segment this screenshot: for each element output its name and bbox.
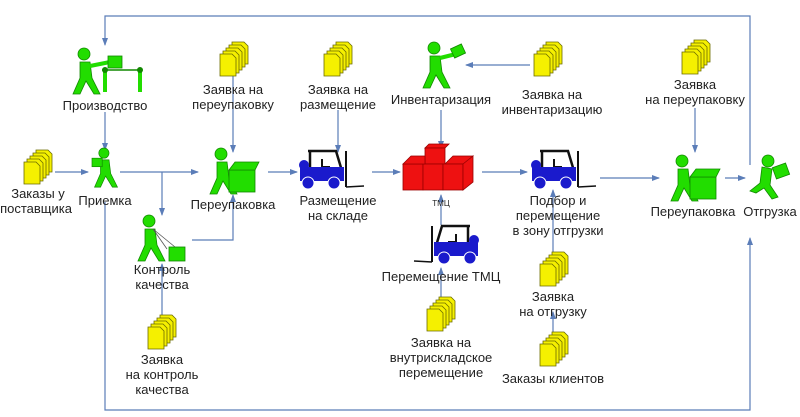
worker-running-box-icon bbox=[749, 154, 791, 200]
node-qc-label-2: качества bbox=[135, 277, 189, 292]
node-repack-request-1-label-1: Заявка на bbox=[202, 82, 264, 97]
node-repack-request-1-label-2: переупаковку bbox=[192, 97, 274, 112]
node-shipment-request-label-1: Заявка bbox=[531, 289, 575, 304]
node-repacking-2-label: Переупаковка bbox=[650, 204, 736, 219]
node-internal-move-request-label-3: перемещение bbox=[398, 365, 484, 380]
node-placement-label-1: Размещение bbox=[299, 193, 377, 208]
connector-shipping-to-production bbox=[102, 15, 751, 165]
documents-icon bbox=[426, 296, 456, 332]
documents-icon bbox=[539, 251, 569, 287]
stacked-boxes-icon bbox=[402, 143, 474, 191]
forklift-icon bbox=[297, 149, 366, 191]
documents-icon bbox=[147, 314, 177, 350]
connectors bbox=[55, 15, 753, 411]
node-supplier-orders-label-1: Заказы у bbox=[11, 186, 65, 201]
worker-packing-box-icon bbox=[670, 154, 721, 202]
node-placement-request-label-2: размещение bbox=[300, 97, 376, 112]
node-supplier-orders-label-2: поставщика bbox=[0, 201, 72, 216]
forklift-icon bbox=[412, 224, 481, 266]
node-qc-request-label-1: Заявка bbox=[140, 352, 184, 367]
worker-conveyor-icon bbox=[72, 47, 143, 95]
node-inventory-request-label-2: инвентаризацию bbox=[501, 102, 603, 117]
node-inventory-request-label-1: Заявка на bbox=[521, 87, 583, 102]
node-production-label: Производство bbox=[62, 98, 148, 113]
node-customer-orders-label: Заказы клиентов bbox=[501, 371, 605, 386]
node-picking-label-2: перемещение bbox=[515, 208, 601, 223]
node-shipping-label: Отгрузка bbox=[743, 204, 797, 219]
node-shipment-request-label-2: на отгрузку bbox=[519, 304, 587, 319]
documents-icon bbox=[23, 149, 53, 185]
worker-carrying-box-icon bbox=[91, 147, 118, 188]
node-repack-request-2-label-1: Заявка bbox=[673, 77, 717, 92]
documents-icon bbox=[681, 39, 711, 75]
node-qc-request-label-3: качества bbox=[135, 382, 189, 397]
node-receiving-label: Приемка bbox=[78, 193, 132, 208]
node-picking-label-3: в зону отгрузки bbox=[512, 223, 604, 238]
connector-qc-to-repacking bbox=[192, 194, 236, 241]
node-internal-move-request-label-1: Заявка на bbox=[410, 335, 472, 350]
node-goods-label: ТМЦ bbox=[432, 199, 450, 208]
node-internal-move-label: Перемещение ТМЦ bbox=[381, 269, 501, 284]
node-qc-request-label-2: на контроль bbox=[125, 367, 199, 382]
worker-with-document-icon bbox=[422, 41, 467, 89]
forklift-icon bbox=[529, 149, 598, 191]
worker-packing-box-icon bbox=[209, 147, 260, 195]
node-repacking-1-label: Переупаковка bbox=[190, 197, 276, 212]
worker-inspecting-icon bbox=[137, 214, 186, 262]
documents-icon bbox=[539, 331, 569, 367]
documents-icon bbox=[323, 41, 353, 77]
node-inventory-label: Инвентаризация bbox=[390, 92, 492, 107]
node-placement-label-2: на складе bbox=[308, 208, 368, 223]
node-repack-request-2-label-2: на переупаковку bbox=[645, 92, 745, 107]
node-internal-move-request-label-2: внутрискладское bbox=[389, 350, 493, 365]
node-qc-label-1: Контроль bbox=[133, 262, 191, 277]
documents-icon bbox=[533, 41, 563, 77]
node-picking-label-1: Подбор и bbox=[529, 193, 587, 208]
documents-icon bbox=[219, 41, 249, 77]
connector-receiving-to-shipping-bottom bbox=[104, 202, 753, 411]
node-placement-request-label-1: Заявка на bbox=[307, 82, 369, 97]
